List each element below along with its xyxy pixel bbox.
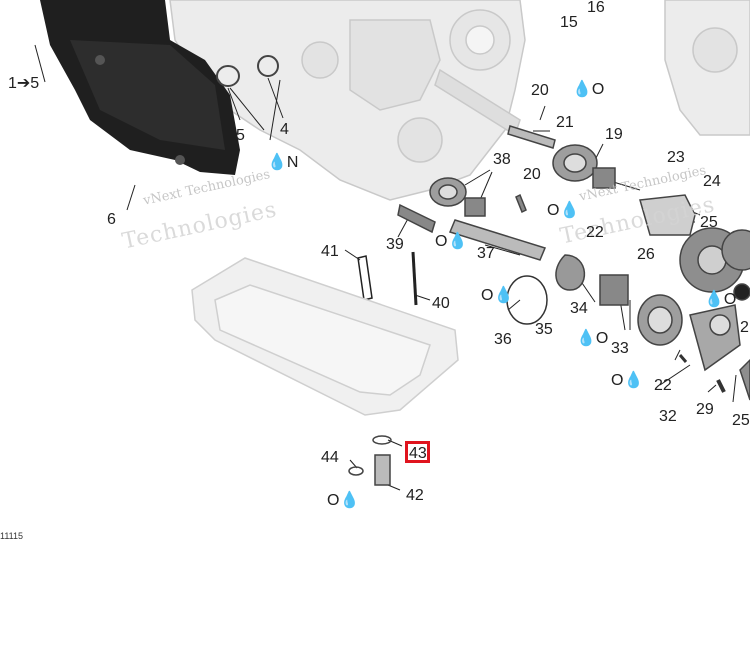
callout-oil-o-8: O💧 (327, 490, 360, 509)
callout-2-partial: 2 (740, 319, 749, 336)
callout-oil-o-5: O💧 (481, 285, 514, 304)
callout-23: 23 (667, 149, 685, 166)
callout-oil-o-3: O💧 (435, 231, 468, 250)
shafts-and-bearings (397, 125, 750, 401)
highlight-box[interactable] (405, 441, 430, 463)
callout-40: 40 (432, 295, 450, 312)
callout-26: 26 (637, 246, 655, 263)
callout-oil-o-6: 💧O (576, 328, 609, 347)
callout-33: 33 (611, 340, 629, 357)
callout-19: 19 (605, 126, 623, 143)
callout-39: 39 (386, 236, 404, 253)
gasket-and-rod (357, 251, 418, 306)
document-code: 11115 (0, 531, 24, 541)
callout-22-upper: 22 (586, 224, 604, 241)
leader-lines (34, 44, 737, 491)
callout-37: 37 (477, 245, 495, 262)
callout-35: 35 (535, 321, 553, 338)
callout-oil-n: 💧N (267, 152, 299, 171)
callout-15: 15 (560, 14, 578, 31)
callout-22-lower: 22 (654, 377, 672, 394)
callout-21: 21 (556, 114, 574, 131)
callout-43-highlighted[interactable]: 43 (409, 445, 427, 462)
engine-block-right (664, 0, 750, 136)
callout-1-to-5: 1➔5 (8, 75, 40, 92)
callout-24: 24 (703, 173, 721, 190)
callout-5: 5 (236, 127, 245, 144)
callout-oil-o-2: O💧 (547, 200, 580, 219)
callout-25-lower: 25 (732, 412, 750, 429)
callout-oil-o-1: 💧O (572, 79, 605, 98)
callout-oil-o-4: 💧O (704, 289, 737, 308)
callout-20-mid: 20 (523, 166, 541, 183)
callout-44: 44 (321, 449, 339, 466)
callout-34: 34 (570, 300, 588, 317)
callout-36: 36 (494, 331, 512, 348)
callout-4: 4 (280, 121, 289, 138)
callout-20-top: 20 (531, 82, 549, 99)
callout-42: 42 (406, 487, 424, 504)
callout-41: 41 (321, 243, 339, 260)
dark-cover (40, 0, 240, 175)
callout-oil-o-7: O💧 (611, 370, 644, 389)
drain-plug (348, 435, 392, 486)
callout-29: 29 (696, 401, 714, 418)
seal-rings (216, 55, 279, 87)
callout-16: 16 (587, 0, 605, 16)
callout-6: 6 (107, 211, 116, 228)
callout-32: 32 (659, 408, 677, 425)
engine-block (169, 0, 526, 201)
callout-38: 38 (493, 151, 511, 168)
oil-pan (191, 257, 459, 416)
callout-25-upper: 25 (700, 214, 718, 231)
